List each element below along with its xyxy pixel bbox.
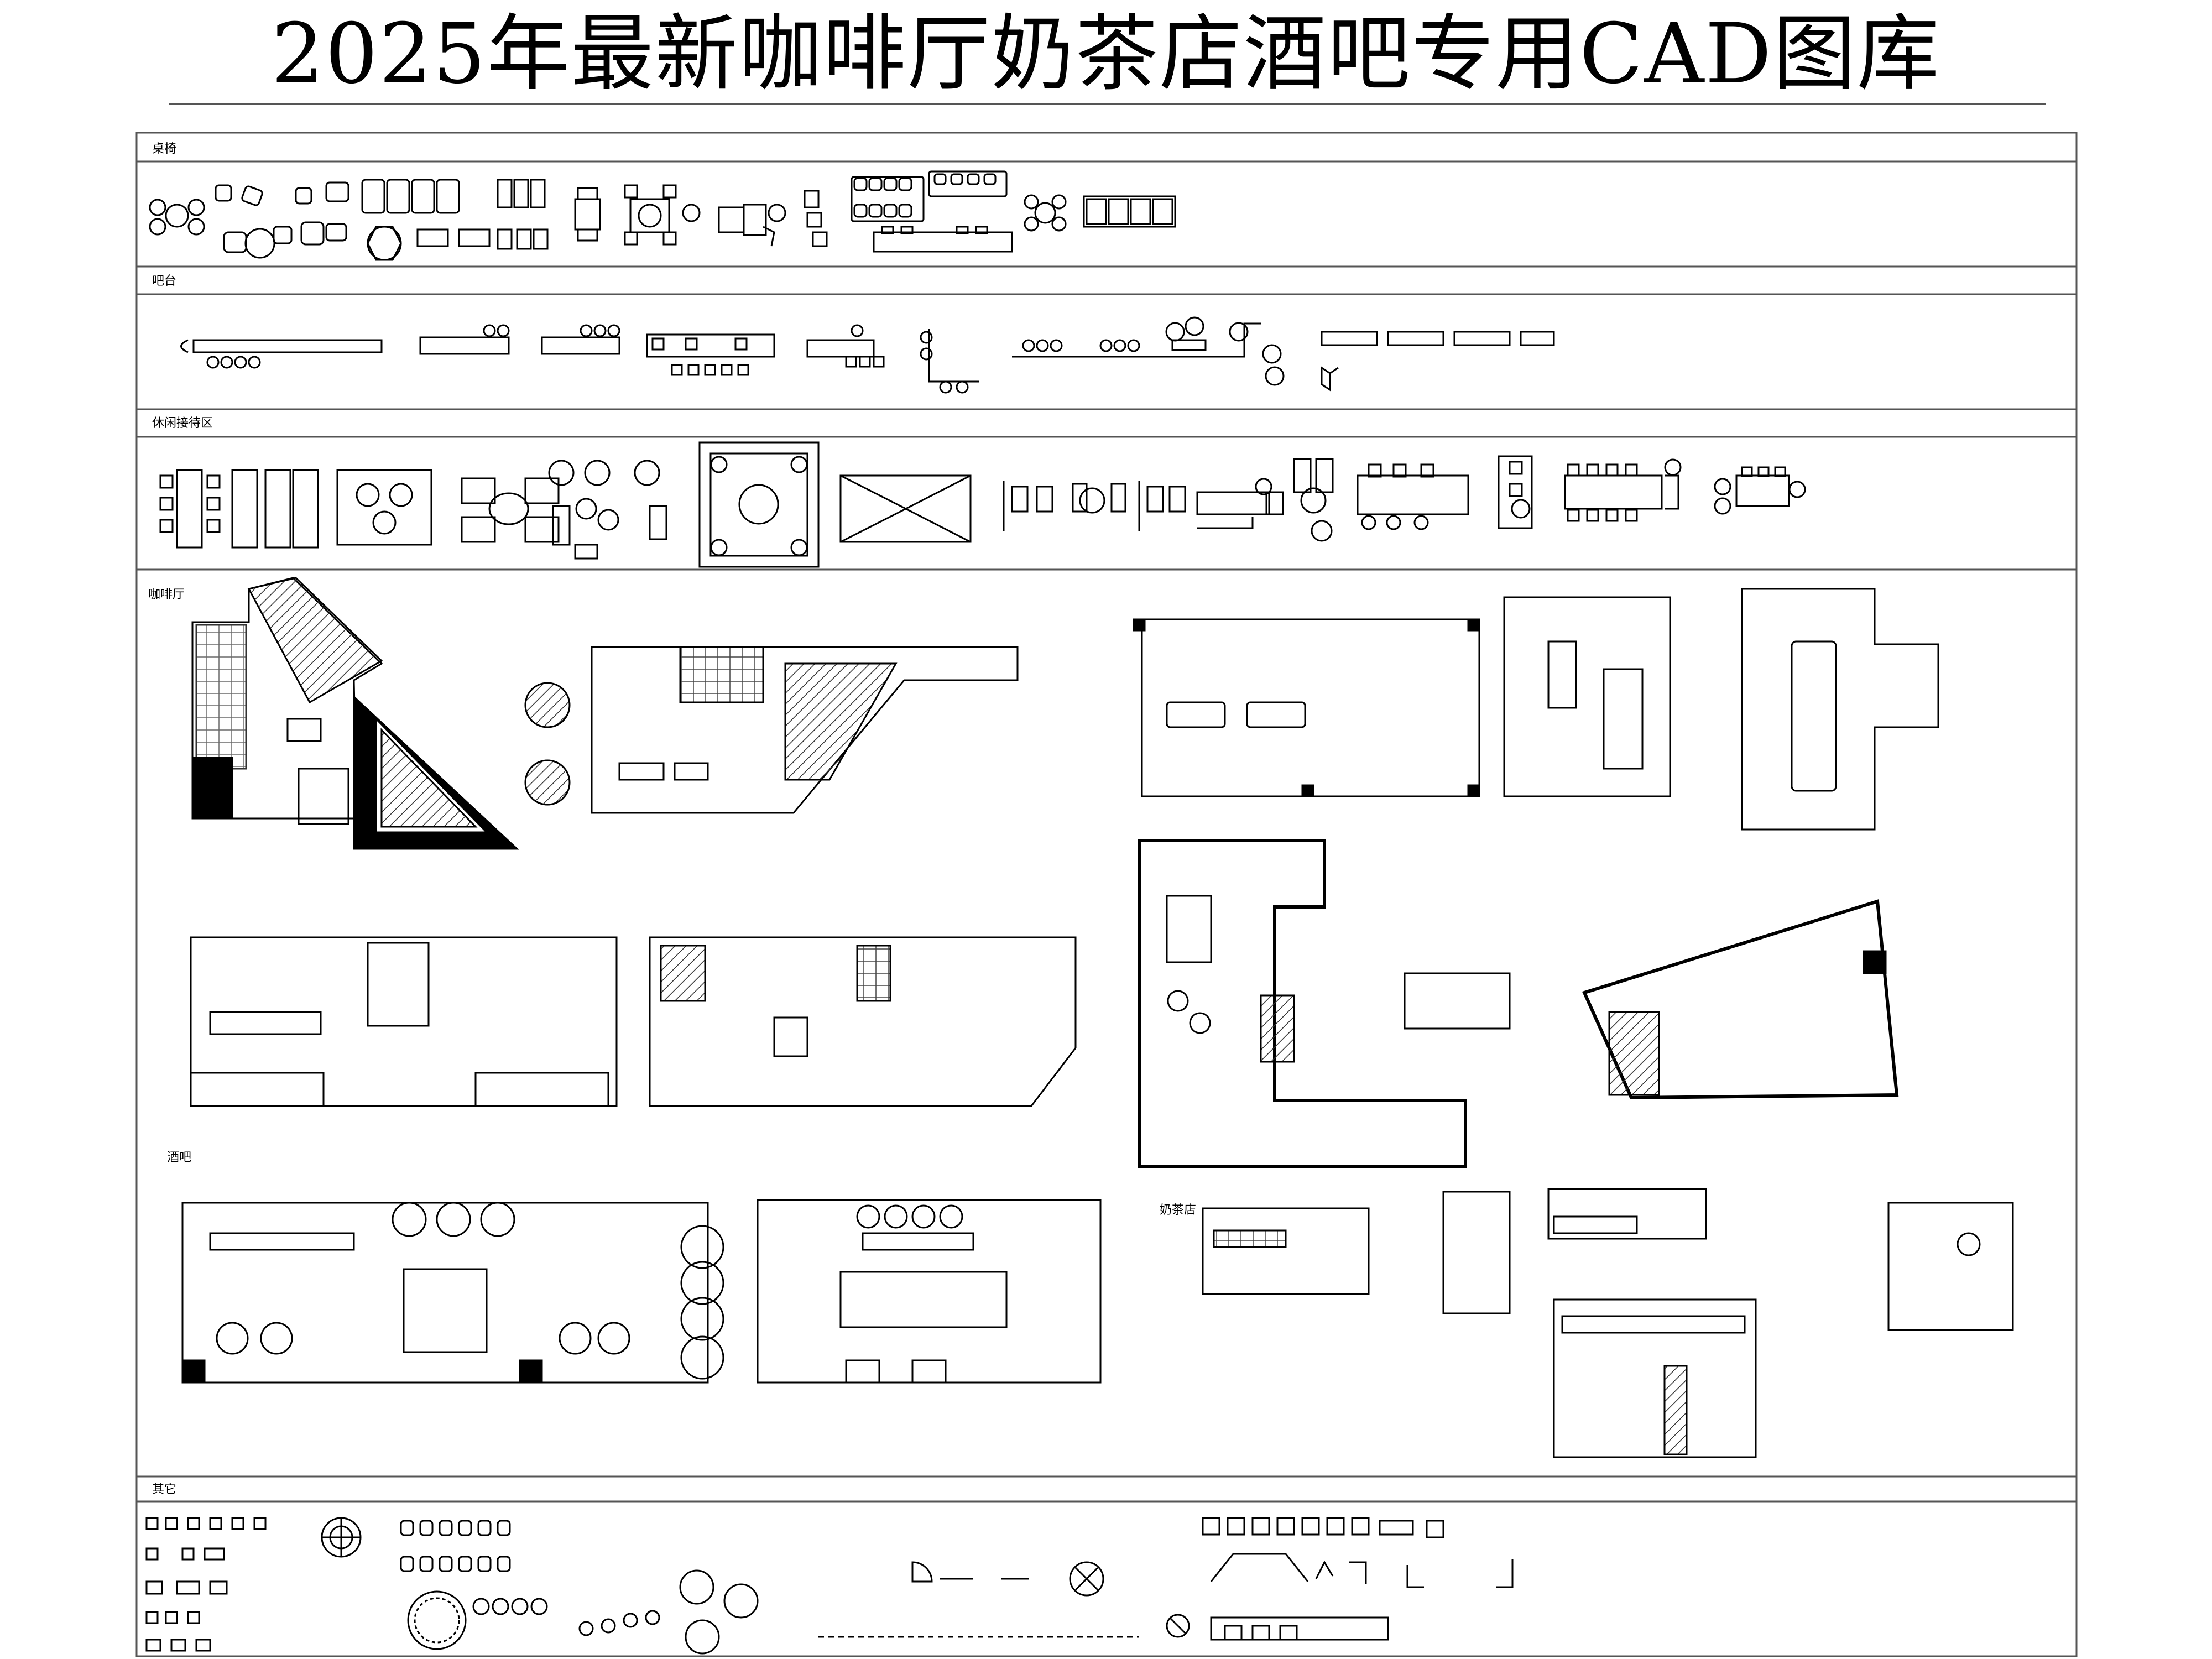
cafe-plan-8-polygon: [1582, 899, 1899, 1100]
lounge-set-8: [1196, 478, 1284, 529]
title-underline: [169, 103, 2046, 105]
misc-tree-symbol: [407, 1590, 467, 1650]
table-chair-cluster-2: [215, 184, 293, 259]
milk-tea-plan-4: [1887, 1202, 2014, 1331]
misc-door-symbols: [818, 1561, 1190, 1638]
lounge-set-11: [1498, 455, 1533, 529]
cafe-floor-plans: [190, 577, 1939, 1168]
table-chair-cluster-9: [1024, 194, 1176, 232]
bar-counter-1: [180, 339, 383, 369]
lounge-set-13: [1714, 466, 1806, 515]
lounge-set-9: [1293, 458, 1334, 542]
misc-symbols-row: [145, 1517, 1514, 1655]
lounge-set-6: [839, 474, 972, 543]
furniture-lounge-row: [159, 441, 1806, 568]
section-labels: 桌椅 吧台 休闲接待区 咖啡厅 酒吧 奶茶店 其它: [148, 142, 1196, 1496]
cafe-plan-7-small: [1404, 972, 1511, 1030]
cafe-plan-9-wide: [190, 936, 618, 1107]
milk-tea-plan-5: [1553, 1298, 1757, 1458]
lounge-set-2: [336, 469, 432, 546]
cafe-plan-2-trapezoid: [524, 646, 1019, 814]
table-chair-cluster-5: [416, 179, 549, 250]
lounge-set-12: [1564, 458, 1682, 522]
lounge-set-7: [1003, 481, 1186, 531]
cafe-plan-5: [1741, 588, 1939, 831]
lounge-set-4: [548, 460, 667, 560]
page-title: 2025年最新咖啡厅奶茶店酒吧专用CAD图库: [271, 6, 1941, 102]
section-label-tables-chairs: 桌椅: [152, 142, 176, 156]
milk-tea-floor-plans: [1202, 1188, 2014, 1458]
misc-counter-pieces: [1202, 1517, 1514, 1641]
misc-small-fixtures: [145, 1517, 267, 1652]
milk-tea-plan-2: [1442, 1191, 1511, 1314]
section-label-bar: 酒吧: [167, 1151, 191, 1165]
misc-stools-and-plants: [472, 1569, 759, 1655]
lounge-set-5: [698, 441, 820, 568]
milk-tea-plan-1: [1202, 1207, 1370, 1295]
table-chair-cluster-7: [682, 190, 828, 247]
bar-counter-3: [541, 324, 620, 355]
lounge-set-10: [1357, 463, 1469, 530]
bar-counter-5: [806, 324, 885, 368]
cafe-plan-6-L-shape: [1138, 839, 1467, 1168]
bar-counter-7: [1012, 316, 1285, 386]
table-chair-cluster-3: [295, 181, 349, 246]
bar-counter-8: [1321, 331, 1555, 392]
cafe-plan-10-wide: [649, 936, 1077, 1107]
furniture-bar-counter-row: [180, 316, 1555, 394]
table-chair-cluster-8: [851, 170, 1013, 253]
table-chair-cluster-4: [361, 179, 460, 261]
section-label-cafe: 咖啡厅: [148, 588, 185, 602]
cafe-plan-3: [1133, 618, 1480, 797]
section-label-lounge: 休闲接待区: [152, 416, 213, 430]
bar-counter-6: [920, 329, 979, 394]
furniture-table-chair-row: [149, 170, 1176, 261]
milk-tea-plan-3: [1547, 1188, 1707, 1240]
bar-counter-4: [646, 333, 775, 376]
lounge-set-3: [461, 477, 560, 543]
cafe-plan-4: [1503, 596, 1671, 797]
lounge-set-1: [159, 469, 319, 549]
bar-floor-plans: [181, 1199, 1102, 1384]
cafe-plan-1-triangular: [191, 577, 519, 850]
table-chair-cluster-6: [574, 184, 677, 246]
section-label-others: 其它: [152, 1483, 176, 1496]
bar-plan-2: [757, 1199, 1102, 1384]
section-label-milk-tea: 奶茶店: [1160, 1203, 1196, 1217]
sheet-frame: [135, 132, 2078, 1657]
misc-compass-symbol: [321, 1517, 362, 1558]
bar-plan-1: [181, 1202, 724, 1384]
bar-counter-2: [419, 324, 510, 355]
table-chair-cluster-1: [149, 199, 205, 236]
misc-sanitary-fixtures: [400, 1520, 511, 1572]
section-label-bar-counter: 吧台: [152, 274, 176, 288]
